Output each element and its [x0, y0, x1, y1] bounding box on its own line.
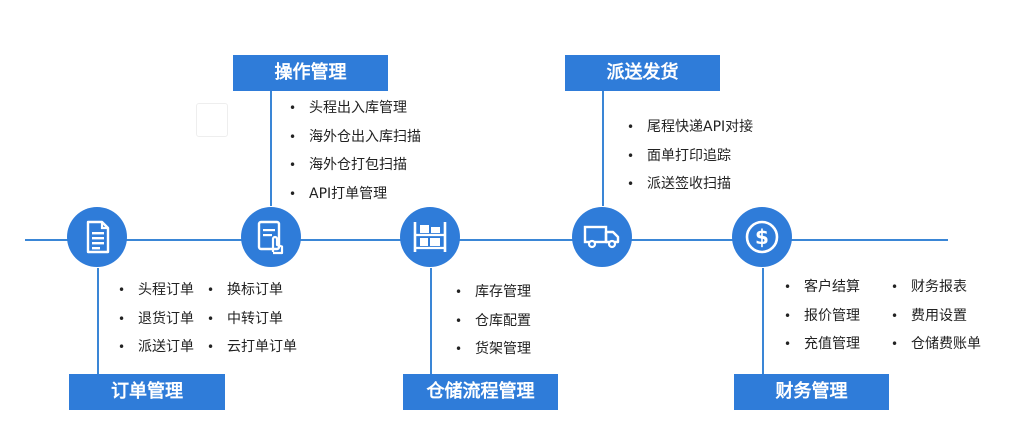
- list-item: 云打单订单: [207, 333, 297, 362]
- list-item: 头程出入库管理: [289, 94, 421, 123]
- stage-title-warehouse: 仓储流程管理: [403, 374, 558, 410]
- connector-delivery: [602, 88, 604, 206]
- clipboard-hand-icon: [257, 220, 284, 255]
- finance-list-col2: 财务报表 费用设置 仓储费账单: [891, 273, 981, 359]
- stage-title-order: 订单管理: [69, 374, 225, 410]
- shelf-boxes-icon: [413, 222, 447, 252]
- delivery-list: 尾程快递API对接 面单打印追踪 派送签收扫描: [627, 113, 753, 199]
- warehouse-list: 库存管理 仓库配置 货架管理: [455, 278, 531, 364]
- finance-list-col1: 客户结算 报价管理 充值管理: [784, 273, 860, 359]
- list-item: 头程订单: [118, 276, 194, 305]
- faint-placeholder-icon: [196, 103, 228, 137]
- list-item: 库存管理: [455, 278, 531, 307]
- list-item: 退货订单: [118, 305, 194, 334]
- warehouse-node: [400, 207, 460, 267]
- list-item: 费用设置: [891, 302, 981, 331]
- timeline-line: [25, 239, 948, 241]
- document-icon: [86, 220, 110, 254]
- list-item: 报价管理: [784, 302, 860, 331]
- operation-list: 头程出入库管理 海外仓出入库扫描 海外仓打包扫描 API打单管理: [289, 94, 421, 208]
- list-item: 派送签收扫描: [627, 170, 753, 199]
- list-item: 海外仓打包扫描: [289, 151, 421, 180]
- list-item: 派送订单: [118, 333, 194, 362]
- stage-title-delivery: 派送发货: [565, 55, 720, 91]
- list-item: 仓库配置: [455, 307, 531, 336]
- svg-text:$: $: [755, 225, 769, 249]
- list-item: 货架管理: [455, 335, 531, 364]
- connector-warehouse: [430, 268, 432, 376]
- dollar-icon: $: [745, 220, 779, 254]
- finance-node: $: [732, 207, 792, 267]
- list-item: 面单打印追踪: [627, 142, 753, 171]
- connector-finance: [762, 268, 764, 376]
- list-item: 客户结算: [784, 273, 860, 302]
- list-item: 海外仓出入库扫描: [289, 123, 421, 152]
- delivery-node: [572, 207, 632, 267]
- connector-order: [97, 268, 99, 376]
- order-list-col1: 头程订单 退货订单 派送订单: [118, 276, 194, 362]
- stage-title-finance: 财务管理: [734, 374, 889, 410]
- list-item: 充值管理: [784, 330, 860, 359]
- list-item: 换标订单: [207, 276, 297, 305]
- list-item: 尾程快递API对接: [627, 113, 753, 142]
- operation-node: [241, 207, 301, 267]
- order-node: [67, 207, 127, 267]
- truck-icon: [583, 225, 620, 249]
- stage-title-operation: 操作管理: [233, 55, 388, 91]
- order-list-col2: 换标订单 中转订单 云打单订单: [207, 276, 297, 362]
- connector-operation: [270, 88, 272, 206]
- list-item: 中转订单: [207, 305, 297, 334]
- list-item: API打单管理: [289, 180, 421, 209]
- list-item: 财务报表: [891, 273, 981, 302]
- list-item: 仓储费账单: [891, 330, 981, 359]
